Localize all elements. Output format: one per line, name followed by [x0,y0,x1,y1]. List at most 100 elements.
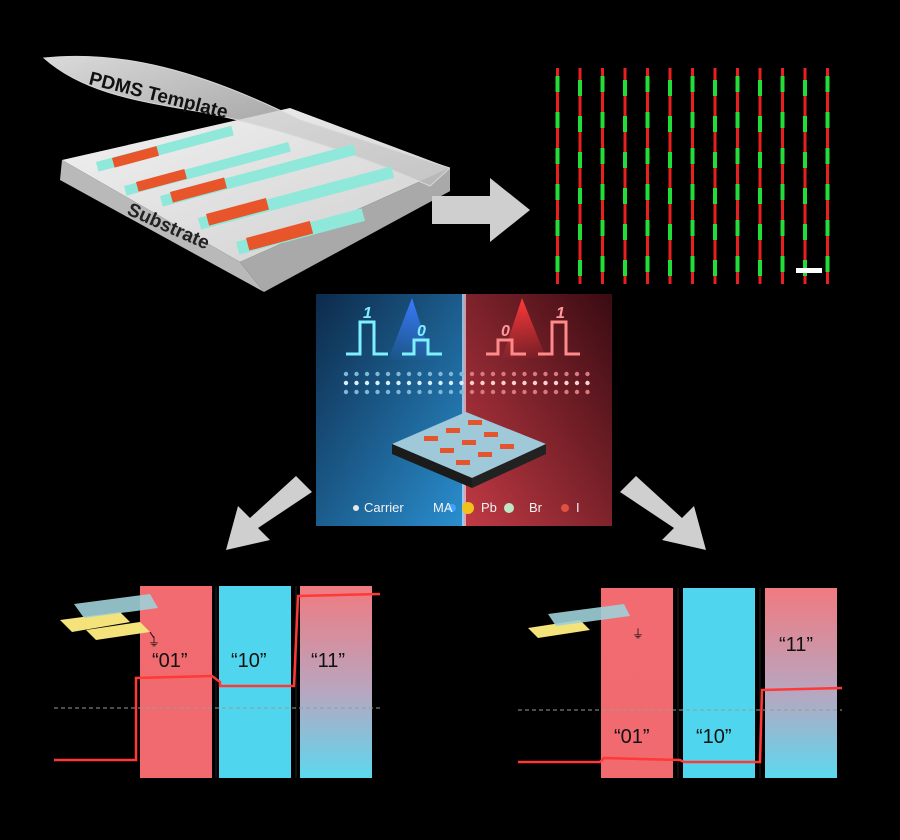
legend-pb: Pb [481,500,497,515]
lattice-atom [469,380,475,386]
green-segment [735,184,740,200]
nanowire [736,68,739,284]
green-segment [668,224,672,240]
green-segment [825,256,830,272]
lattice-atom [385,380,391,386]
response-trace [54,592,381,762]
channel-row-2 [124,142,291,196]
right-state-10-label: “10” [696,726,732,748]
right-state-11-label: “11” [779,634,814,656]
substrate-side-face [240,168,450,292]
green-segment [578,224,582,240]
green-segment [780,184,785,200]
lattice-atom [448,380,454,386]
green-segment [803,224,807,240]
green-segment [690,148,695,164]
arrow-down-right [620,476,706,550]
lattice-atom [385,389,391,395]
green-segment [780,76,785,92]
lattice-atom [490,371,496,377]
left-state-01-label: “01” [152,650,188,672]
lattice-atom [469,389,475,395]
green-segment [623,116,627,132]
green-segment [825,184,830,200]
nanowire [646,68,649,284]
lattice-atom [396,380,401,386]
state-bar-01-right [601,588,673,778]
green-segment [623,80,627,96]
lattice-atom [522,389,527,395]
device-icon-right: ⏚ [528,604,644,641]
chip-pad [424,436,438,441]
green-segment [713,80,717,96]
lattice-atom [501,380,506,386]
lattice-atom [375,371,380,377]
green-segment [623,152,627,168]
chip-pad [446,428,460,433]
legend-ma: MA [433,500,453,515]
chip-pad [468,420,482,425]
green-segment [645,148,650,164]
green-segment [690,76,695,92]
lattice-atom [553,389,559,395]
lattice-atom [364,371,370,377]
green-segment [690,256,695,272]
channel-row-5 [236,208,365,255]
lattice-atom [511,380,517,386]
lattice-atom [354,371,359,377]
lattice-atom [448,371,454,377]
green-segment [578,116,582,132]
green-segment [825,76,830,92]
nanowire [623,68,627,284]
lattice-atom [417,389,422,395]
arrow-down-left [226,476,312,550]
nanowire [691,68,694,284]
green-segment [578,260,582,276]
green-segment [623,188,627,204]
red-pulse-0 [486,338,526,356]
green-segment [600,256,605,272]
green-segment [555,256,560,272]
green-segment [758,188,762,204]
lattice-atom [532,389,538,395]
right-bit-1: 1 [556,305,565,322]
nanowire [578,68,582,284]
lattice-atom [406,371,412,377]
green-segment [645,220,650,236]
green-segment [713,152,717,168]
lattice-atom [522,380,527,386]
lattice-atom [585,389,590,395]
lattice-atom [396,389,401,395]
green-segment [803,188,807,204]
lattice-atom [469,371,475,377]
green-segment [645,184,650,200]
channel-row-3 [160,144,357,207]
lattice-atom [480,389,485,395]
lattice-atom [574,371,580,377]
lattice-atom [480,380,485,386]
crystal-lattice [343,371,590,395]
lattice-atom [511,389,517,395]
state-bar-10 [219,586,291,778]
nanowire [713,68,717,284]
lattice-atom [448,389,454,395]
lattice-atom [427,371,433,377]
lattice-atom [501,371,506,377]
lattice-atom [438,380,443,386]
lattice-atom [480,371,485,377]
lattice-atom [396,371,401,377]
svg-text:⏚: ⏚ [148,635,160,649]
chip-pad [478,452,492,457]
green-segment [668,116,672,132]
lattice-atom [343,380,349,386]
green-segment [780,148,785,164]
green-segment [690,220,695,236]
green-segment [578,80,582,96]
chip-pad [462,440,476,445]
scale-bar [796,268,822,273]
green-segment [645,112,650,128]
lattice-atom [427,389,433,395]
green-segment [690,112,695,128]
nanowire [668,68,672,284]
lattice-atom [532,380,538,386]
